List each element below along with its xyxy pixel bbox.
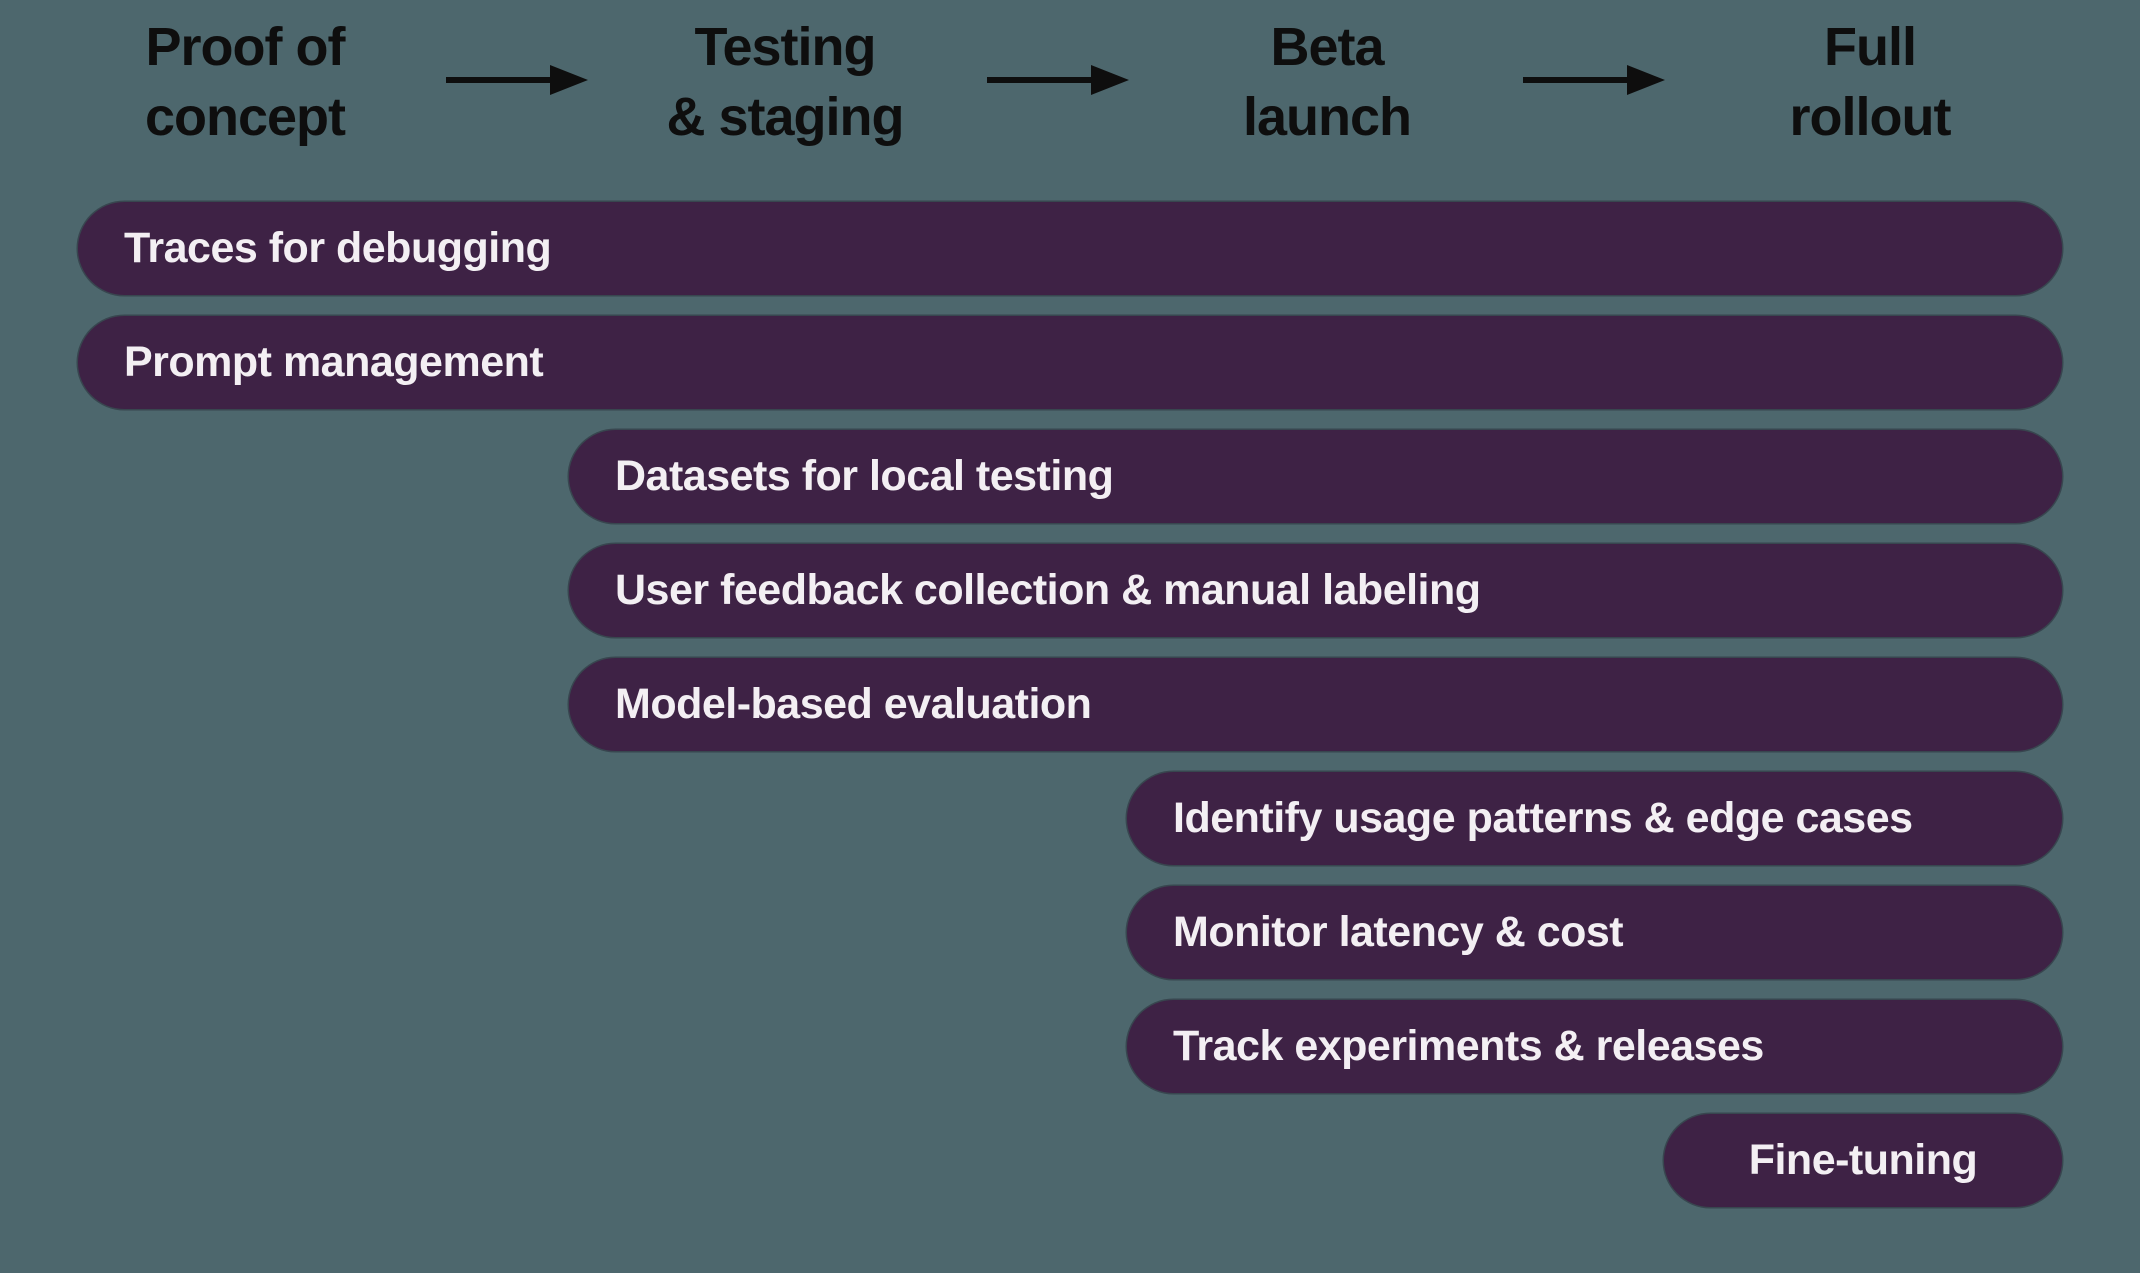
bar-monitor-latency-cost: Monitor latency & cost — [1127, 886, 2062, 979]
bar-identify-usage-patterns: Identify usage patterns & edge cases — [1127, 772, 2062, 865]
bar-fine-tuning: Fine-tuning — [1664, 1114, 2062, 1207]
bar-prompt-management: Prompt management — [78, 316, 2062, 409]
phase-header-full-rollout: Full rollout — [1789, 17, 1952, 147]
right-arrow-icon — [1523, 65, 1665, 95]
phase-header-beta-launch: Beta launch — [1242, 17, 1412, 147]
bar-label: User feedback collection & manual labeli… — [615, 566, 1481, 614]
bar-label: Traces for debugging — [124, 224, 552, 272]
right-arrow-icon — [446, 65, 588, 95]
bar-model-based-evaluation: Model-based evaluation — [569, 658, 2062, 751]
phase-header-testing-staging: Testing & staging — [666, 17, 904, 147]
phase-header-proof-of-concept: Proof of concept — [144, 17, 346, 147]
bar-user-feedback-collection: User feedback collection & manual labeli… — [569, 544, 2062, 637]
bar-label: Identify usage patterns & edge cases — [1173, 794, 1913, 842]
bar-label: Datasets for local testing — [615, 452, 1114, 500]
bar-datasets-for-local-testing: Datasets for local testing — [569, 430, 2062, 523]
bar-label: Prompt management — [124, 338, 544, 386]
bar-label: Model-based evaluation — [615, 680, 1092, 728]
bar-track-experiments-releases: Track experiments & releases — [1127, 1000, 2062, 1093]
bar-label: Track experiments & releases — [1173, 1022, 1764, 1070]
bar-label: Fine-tuning — [1748, 1136, 1978, 1184]
bar-traces-for-debugging: Traces for debugging — [78, 202, 2062, 295]
bar-label: Monitor latency & cost — [1173, 908, 1624, 956]
right-arrow-icon — [987, 65, 1129, 95]
